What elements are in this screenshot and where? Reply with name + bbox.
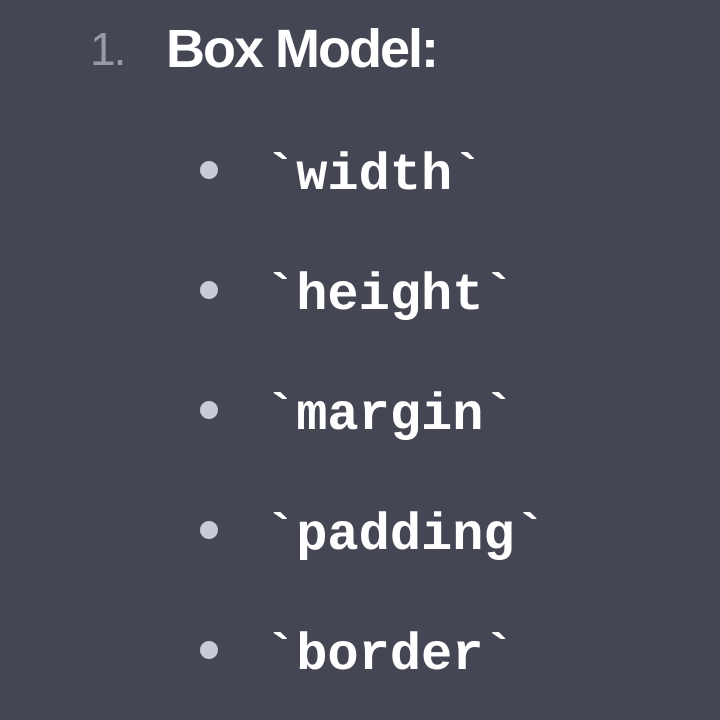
bullet-icon [200,521,218,539]
list-item-padding: `padding` [200,505,546,565]
list-number: 1. [90,23,126,75]
code-padding: `padding` [265,505,546,565]
list-item-margin: `margin` [200,385,515,445]
code-width: `width` [265,145,484,205]
bullet-icon [200,641,218,659]
bullet-icon [200,161,218,179]
code-margin: `margin` [265,385,515,445]
code-height: `height` [265,265,515,325]
bullet-icon [200,281,218,299]
bullet-icon [200,401,218,419]
list-title: Box Model: [166,19,439,79]
list-item-width: `width` [200,145,483,205]
list-item-height: `height` [200,265,515,325]
code-border: `border` [265,625,515,685]
list-item-border: `border` [200,625,515,685]
list-heading: 1. Box Model: [90,14,439,84]
